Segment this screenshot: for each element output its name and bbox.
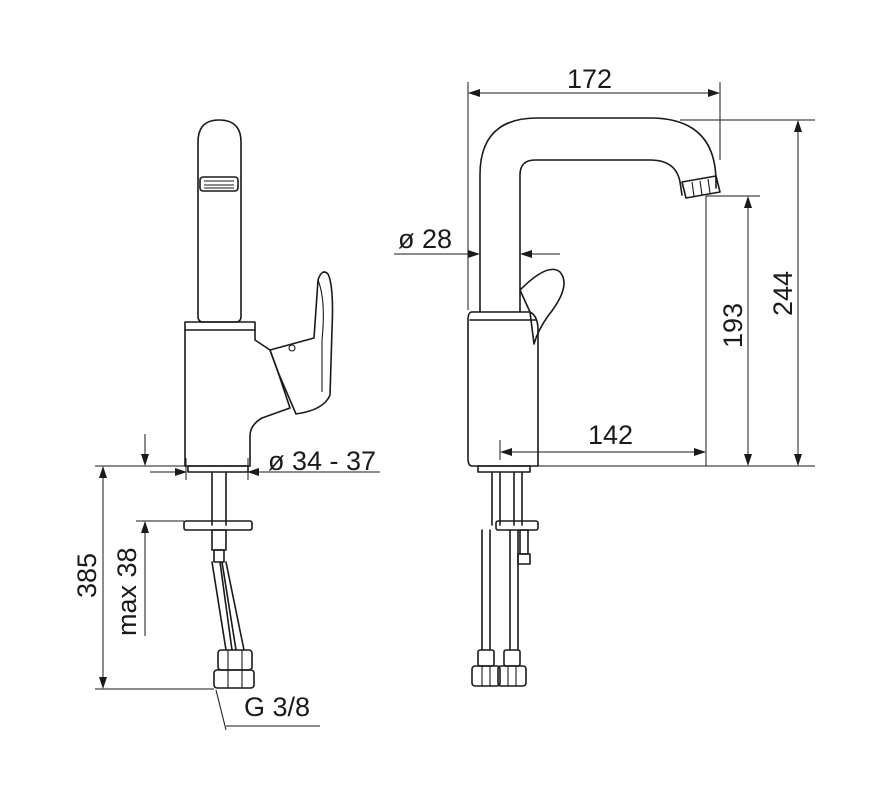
- hole-diameter-label: ø 34 - 37: [268, 446, 376, 476]
- side-body: [184, 321, 291, 467]
- pipe-diameter-label: ø 28: [398, 224, 452, 254]
- front-spout-inner: [519, 159, 683, 313]
- front-aerator: [681, 175, 721, 199]
- max-thickness-label: max 38: [112, 547, 142, 636]
- front-hose-nut-right: [497, 665, 527, 687]
- side-handle-lever: [269, 271, 334, 415]
- hose-length-label: 385: [72, 553, 102, 598]
- front-dimensions: 172 ø 28 244 193 142: [394, 64, 815, 467]
- width-top-label: 172: [567, 64, 612, 94]
- side-spout-head: [197, 119, 242, 179]
- side-mounting-plate: [183, 520, 253, 531]
- front-handle: [519, 268, 565, 345]
- front-hose-nut-left: [471, 665, 501, 687]
- side-view: [183, 119, 334, 689]
- spout-reach-label: 142: [588, 420, 633, 450]
- total-height-label: 244: [768, 271, 798, 316]
- side-spout-column: [197, 177, 242, 323]
- spout-height-label: 193: [718, 303, 748, 348]
- side-aerator: [199, 176, 239, 192]
- side-hose-nut: [217, 649, 253, 671]
- side-dimensions: ø 34 - 37 385 max 38 G 3/8: [72, 434, 380, 731]
- front-spout-outer: [479, 117, 717, 313]
- front-view: [467, 117, 721, 687]
- front-body: [467, 311, 539, 467]
- front-mounting-plate: [495, 520, 539, 531]
- thread-label: G 3/8: [244, 692, 310, 722]
